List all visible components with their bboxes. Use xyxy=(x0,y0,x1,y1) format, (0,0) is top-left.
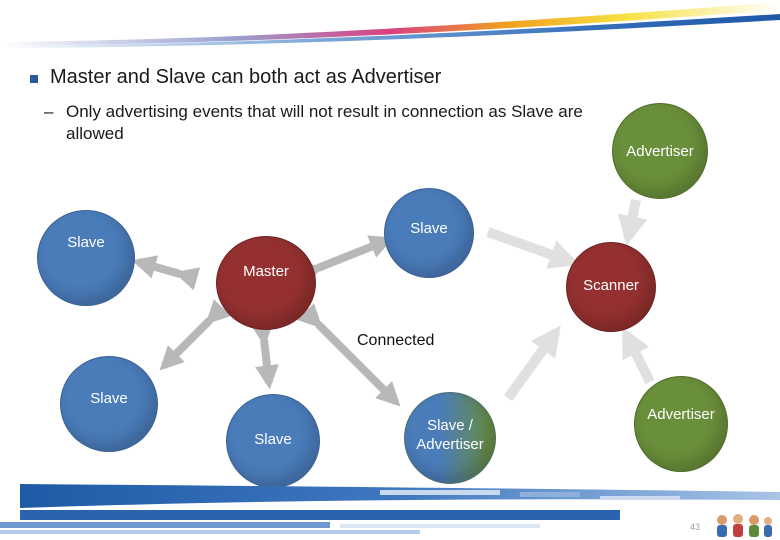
sub-bullet-text: Only advertising events that will not re… xyxy=(66,102,583,143)
slave-advertiser-node: Slave / Advertiser xyxy=(404,392,496,484)
slave-advertiser-node-line1: Slave / xyxy=(427,417,473,434)
company-logo-icon xyxy=(717,514,772,537)
arrow-master-slave-lower-left xyxy=(159,299,231,371)
master-node-label: Master xyxy=(243,262,289,280)
slave-node-left-label: Slave xyxy=(67,233,105,251)
slave-node-lower-left: Slave xyxy=(60,356,158,452)
scanner-node: Scanner xyxy=(566,242,656,332)
slave-node-left: Slave xyxy=(37,210,135,306)
arrow-advertiser-top-scanner xyxy=(617,198,648,246)
arrow-master-slave-bottom xyxy=(250,321,279,390)
header-decoration xyxy=(0,2,780,48)
slave-node-top-label: Slave xyxy=(410,219,448,237)
scanner-node-label: Scanner xyxy=(583,276,639,294)
slave-node-top: Slave xyxy=(384,188,474,278)
sub-bullet: – Only advertising events that will not … xyxy=(44,101,626,145)
arrow-master-slave-advertiser xyxy=(297,303,401,407)
arrow-master-slave-top xyxy=(297,235,394,286)
slave-node-lower-left-label: Slave xyxy=(90,389,128,407)
arrow-slave-advertiser-scanner xyxy=(503,325,561,401)
arrow-master-slave-left xyxy=(131,255,201,291)
page-number: 43 xyxy=(690,522,701,532)
arrow-slave-top-scanner xyxy=(486,227,580,269)
footer-decoration xyxy=(0,484,780,534)
bullet-marker-icon xyxy=(30,74,38,83)
advertiser-node-top: Advertiser xyxy=(612,103,708,199)
arrow-advertiser-bottom-scanner xyxy=(621,326,655,385)
advertiser-node-bottom-label: Advertiser xyxy=(647,405,715,423)
master-node: Master xyxy=(216,236,316,330)
connected-label: Connected xyxy=(357,332,435,349)
slave-node-bottom: Slave xyxy=(226,394,320,488)
main-bullet: Master and Slave can both act as Adverti… xyxy=(30,66,441,89)
advertiser-node-bottom: Advertiser xyxy=(634,376,728,472)
main-bullet-text: Master and Slave can both act as Adverti… xyxy=(50,66,442,88)
advertiser-node-top-label: Advertiser xyxy=(626,142,694,160)
sub-bullet-dash: – xyxy=(44,102,54,121)
slave-node-bottom-label: Slave xyxy=(254,430,292,448)
slave-advertiser-node-label: Slave / Advertiser xyxy=(416,416,484,454)
slave-advertiser-node-line2: Advertiser xyxy=(416,436,484,453)
